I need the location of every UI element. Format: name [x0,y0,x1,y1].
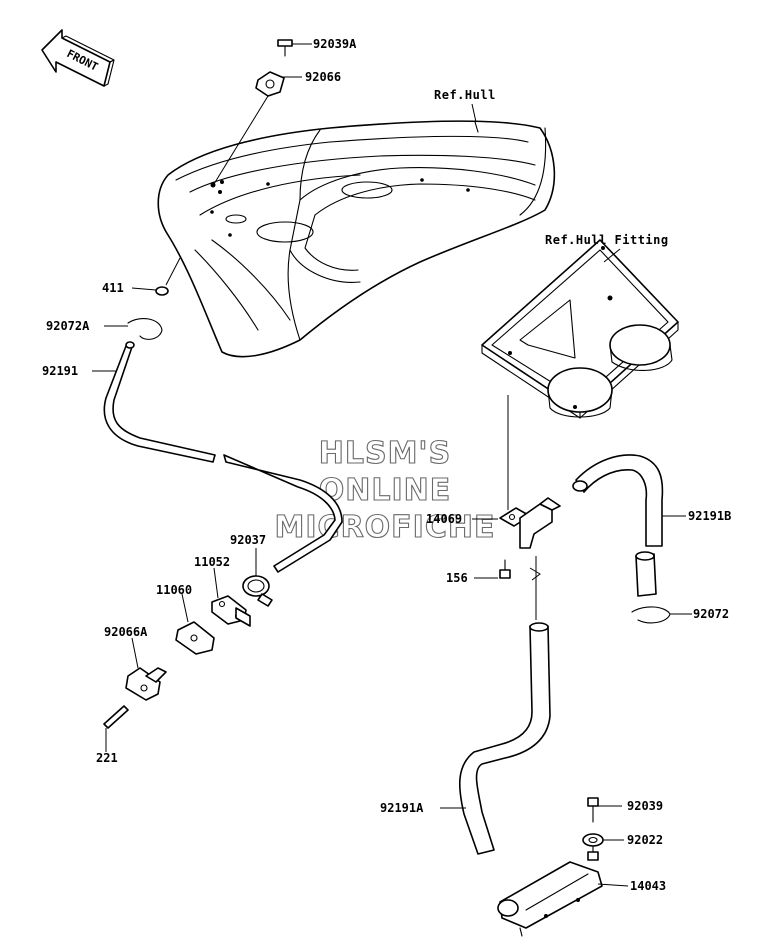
label-92072A: 92072A [46,319,90,333]
part-92191A-hose: 92191A [380,622,551,855]
label-11052: 11052 [194,555,230,569]
ref-hull-fitting-label: Ref.Hull Fitting [545,233,669,247]
label-156: 156 [446,571,468,585]
label-411: 411 [102,281,124,295]
watermark-line-2: ONLINE [319,473,452,508]
part-411-grommet: 411 [102,257,181,296]
hull-drawing [157,120,556,358]
part-92022-washer: 92022 [582,833,663,847]
watermark-line-3: MICROFICHE [275,510,496,545]
part-92072-clamp: 92072 [631,606,729,624]
label-14043: 14043 [630,879,666,893]
part-14069-elbow: 14069 [426,395,561,620]
label-92039A: 92039A [313,37,357,51]
part-92066-fitting: 92066 [213,70,341,185]
label-92066: 92066 [305,70,341,84]
label-92037: 92037 [230,533,266,547]
part-92191B-hose: 92191B [572,454,731,597]
part-92066A-fitting: 92066A [104,625,167,701]
part-92039A-bolt: 92039A [277,37,357,57]
label-92191: 92191 [42,364,78,378]
part-92037-clamp: 92037 [230,533,273,607]
label-92072: 92072 [693,607,729,621]
ref-hull-label: Ref.Hull [434,88,496,102]
front-arrow-icon: FRONT [41,29,115,87]
part-11060-gasket: 11060 [156,583,215,655]
part-221-screw: 221 [96,705,129,765]
part-92191-hose: 92191 [42,341,343,573]
part-92072A-clamp: 92072A [46,317,163,340]
part-156-bolt: 156 [446,559,511,585]
label-14069: 14069 [426,512,462,526]
label-92039: 92039 [627,799,663,813]
part-14043-plate: 14043 [497,861,666,937]
hull-fitting-drawing [481,239,679,419]
label-11060: 11060 [156,583,192,597]
part-92039-bolt: 92039 [587,797,663,861]
label-92022: 92022 [627,833,663,847]
part-11052-plate: 11052 [194,555,251,627]
watermark: HLSM'S ONLINE MICROFICHE [274,435,496,545]
label-92066A: 92066A [104,625,148,639]
label-92191A: 92191A [380,801,424,815]
watermark-line-1: HLSM'S [319,436,451,471]
label-221: 221 [96,751,118,765]
label-92191B: 92191B [688,509,731,523]
